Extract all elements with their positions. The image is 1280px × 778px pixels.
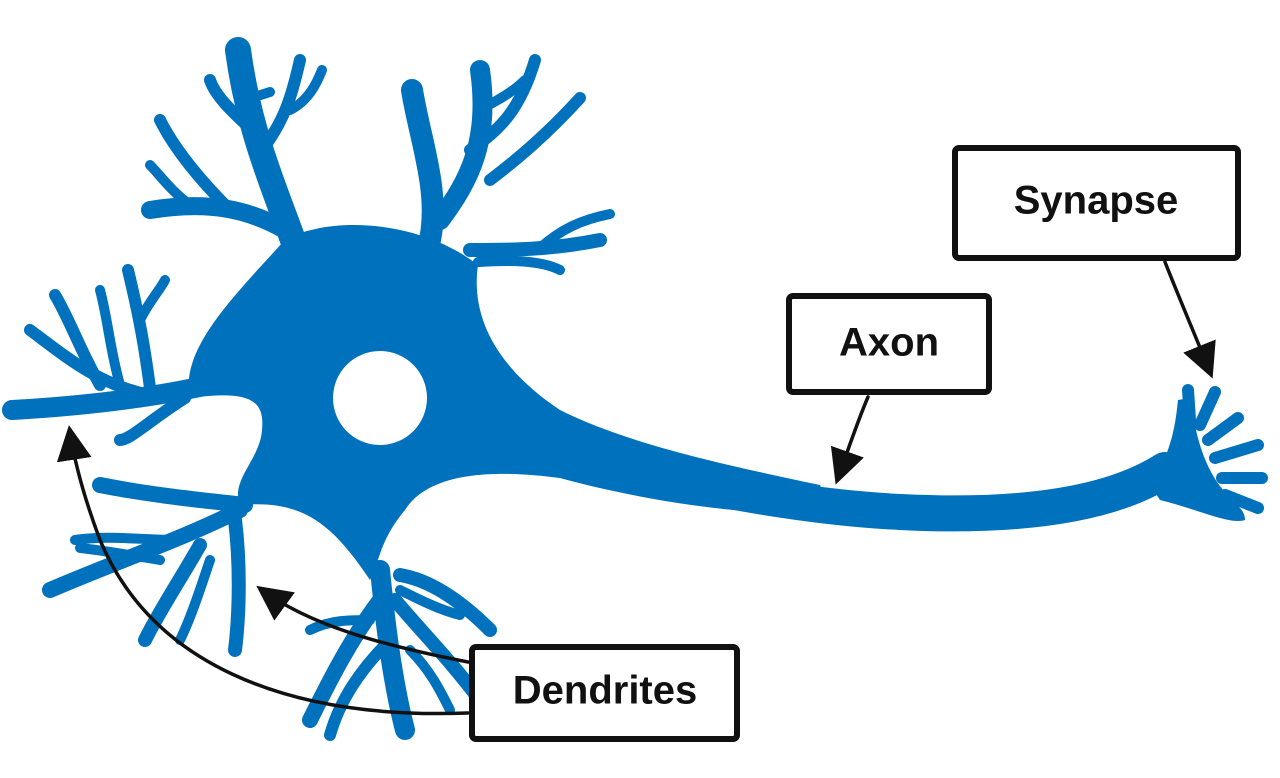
- synapse-arrow: [1163, 260, 1216, 379]
- axon-terminal: [1150, 398, 1245, 521]
- axon-arrow: [830, 395, 870, 485]
- annotation-arrows: [56, 260, 1216, 716]
- dendrite-branches: [2, 37, 615, 741]
- neuron: [2, 37, 1268, 741]
- dendrites-label-text: Dendrites: [513, 669, 698, 713]
- axon-label-box: [786, 293, 992, 395]
- axon: [442, 422, 1183, 532]
- dendrites-label-box: [469, 644, 740, 742]
- synapse-terminal-branches: [1182, 384, 1268, 514]
- dendrites-label: Dendrites: [469, 644, 740, 742]
- nucleus: [333, 351, 427, 445]
- dendrites-arrow-upper: [256, 585, 470, 664]
- synapse-label-text: Synapse: [1014, 179, 1179, 223]
- axon-label: Axon: [786, 293, 992, 395]
- synapse-label: Synapse: [952, 145, 1241, 261]
- synapse-label-box: [952, 145, 1241, 261]
- dendrites-arrow-lower: [56, 425, 470, 716]
- axon-label-text: Axon: [839, 321, 939, 365]
- cell-body: [188, 225, 831, 581]
